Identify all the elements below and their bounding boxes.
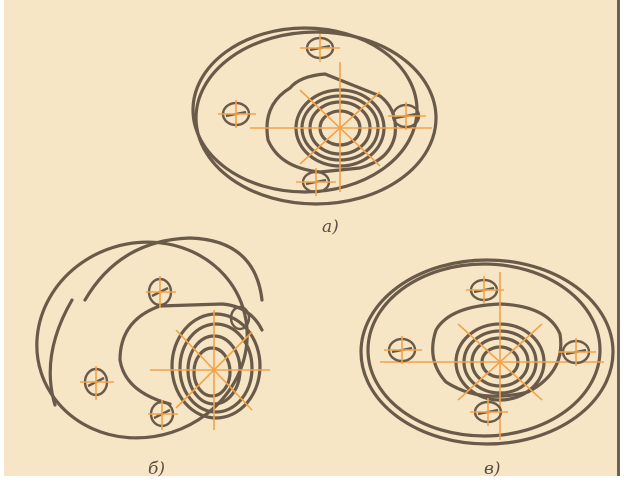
bolt-hole-bottom <box>296 168 336 196</box>
bolt-hole-top <box>300 34 340 62</box>
bolt-hole-top <box>466 276 504 304</box>
flange-view-b <box>35 236 270 440</box>
paper-sheet <box>4 0 620 491</box>
caption-view-b: б) <box>148 459 165 479</box>
bolt-hole-top <box>146 276 176 308</box>
bolt-hole-bottom <box>470 398 508 426</box>
bolt-hole-bottom <box>148 400 178 430</box>
caption-view-a: а) <box>322 217 339 237</box>
sheet-bottom-margin <box>4 476 620 491</box>
flange-view-v <box>359 258 615 446</box>
flange-view-a <box>191 26 438 206</box>
bolt-hole-right <box>388 102 426 130</box>
caption-view-v: в) <box>484 459 501 479</box>
bolt-hole-right <box>229 305 251 331</box>
bolt-hole-left <box>80 366 114 400</box>
bolt-hole-right <box>558 338 596 366</box>
bolt-hole-left <box>384 336 422 364</box>
bolt-hole-left <box>218 100 256 128</box>
